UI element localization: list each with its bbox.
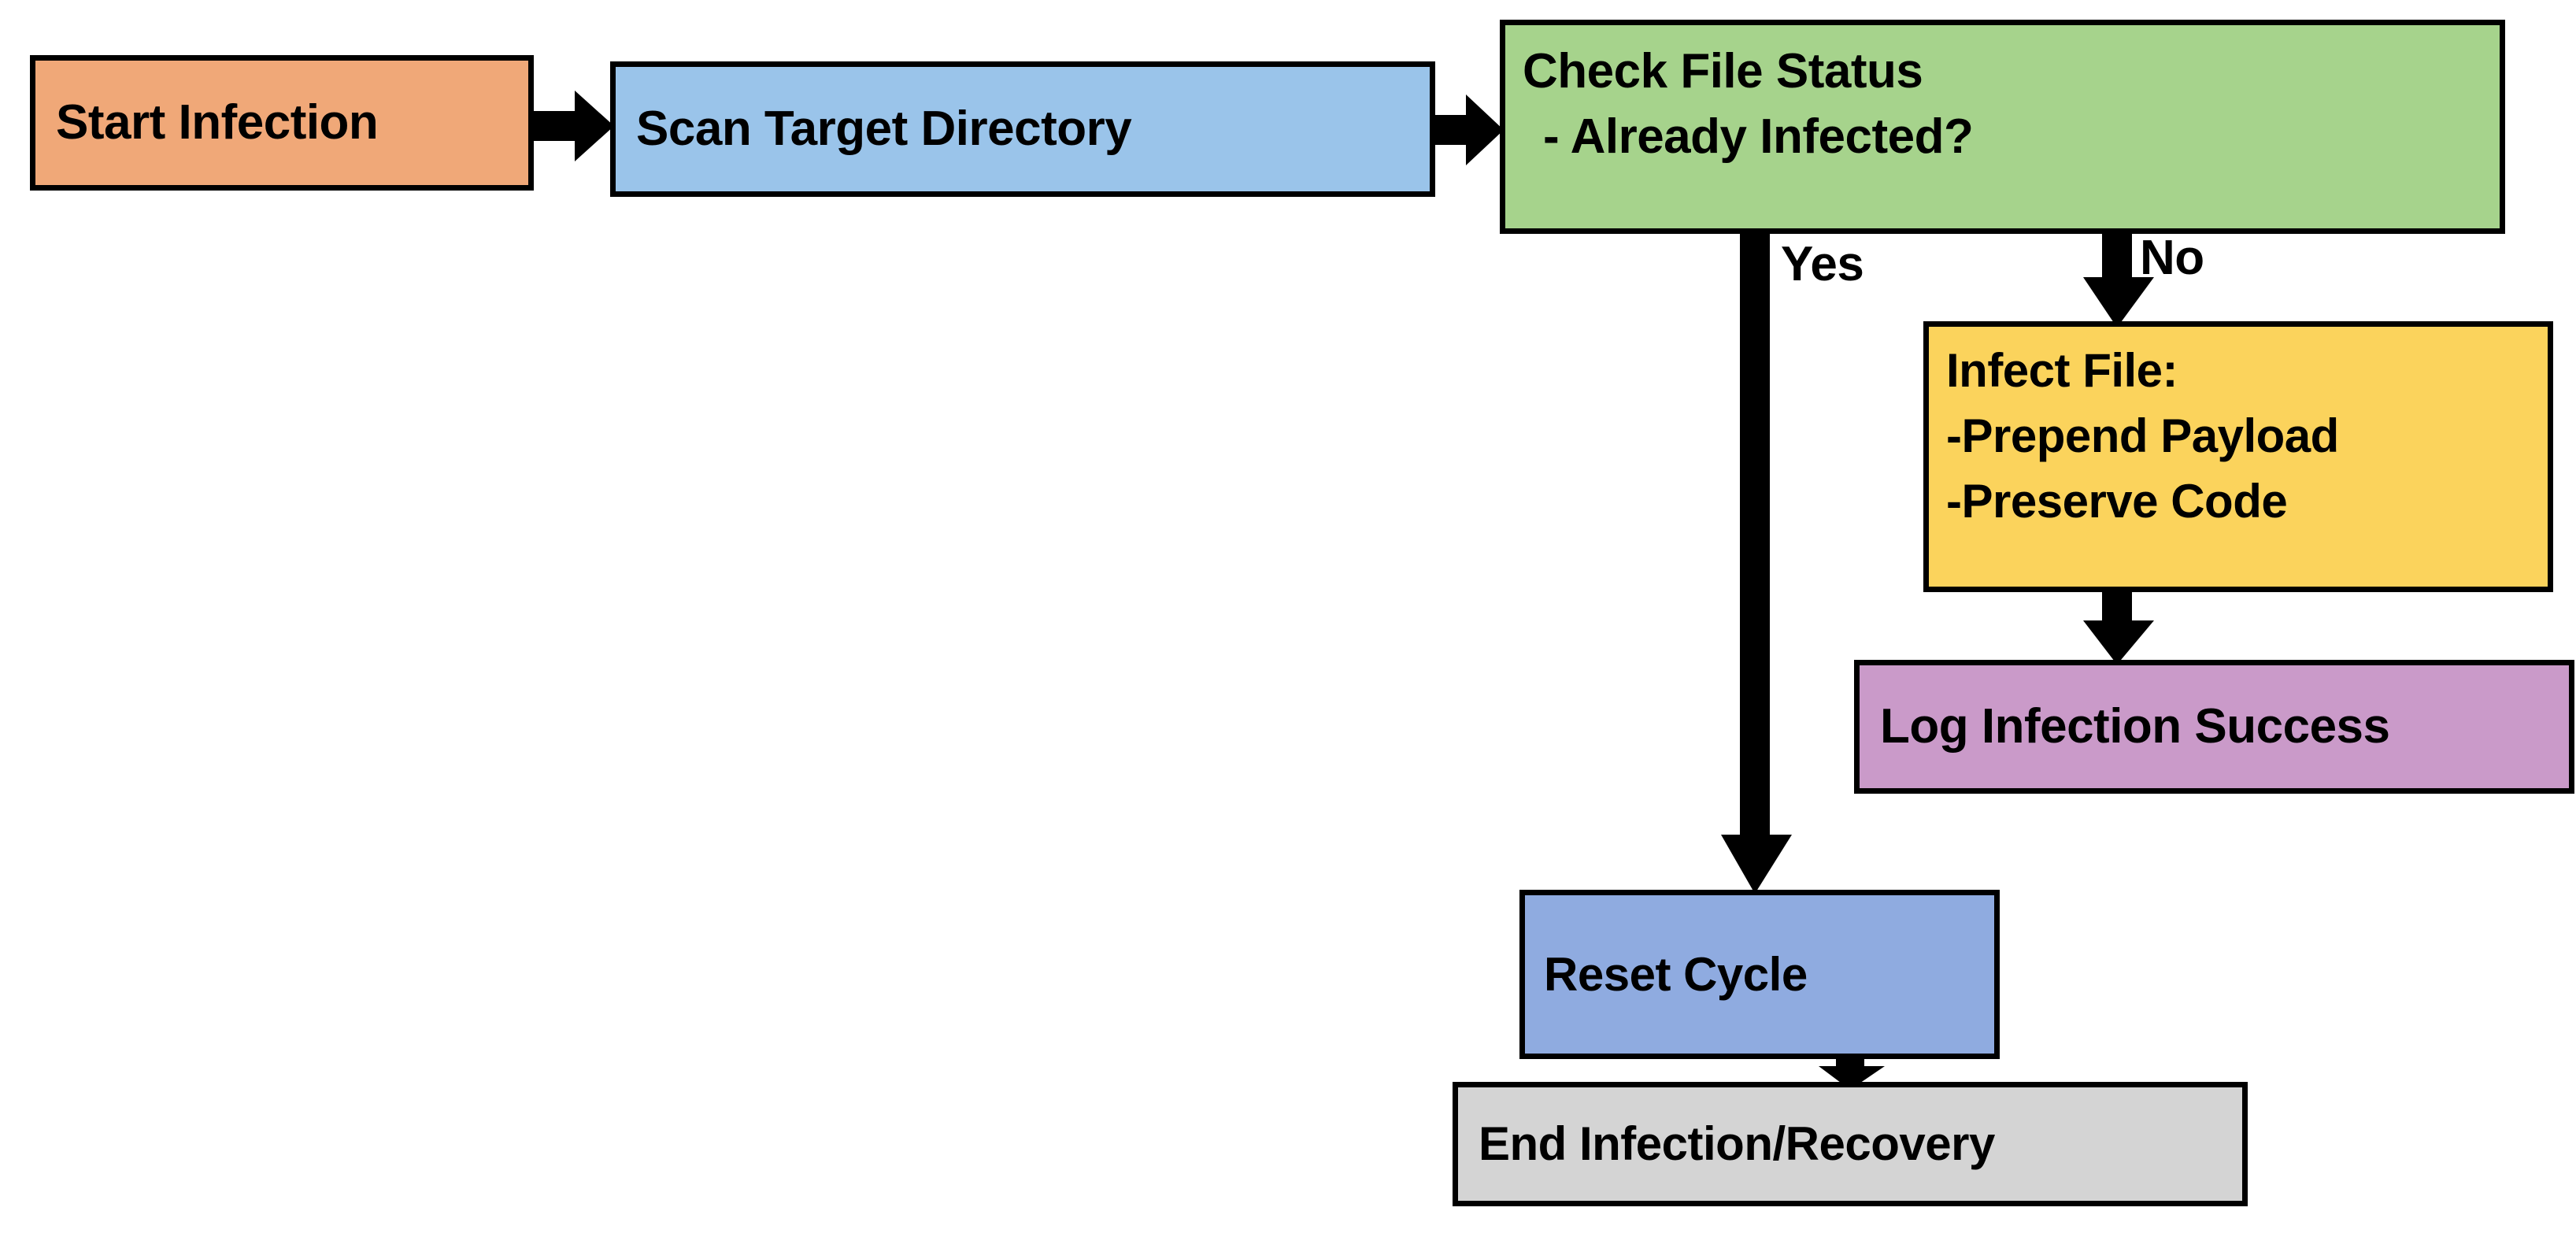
node-log-infection-success-line-1: Log Infection Success	[1880, 699, 2390, 754]
edge-label-no: No	[2140, 231, 2204, 285]
node-reset-cycle-line-1: Reset Cycle	[1544, 947, 1808, 1001]
node-log-infection-success[interactable]: Log Infection Success	[1854, 660, 2574, 794]
node-infect-file-line-2: -Prepend Payload	[1946, 409, 2339, 463]
node-infect-file[interactable]: Infect File: -Prepend Payload -Preserve …	[1923, 321, 2553, 592]
node-infect-file-line-3: -Preserve Code	[1946, 475, 2288, 528]
arrow-infect-to-log	[2083, 589, 2154, 665]
node-infect-file-line-1: Infect File:	[1946, 344, 2178, 397]
node-check-file-status-line-2: - Already Infected?	[1543, 109, 1974, 165]
node-check-file-status[interactable]: Check File Status - Already Infected?	[1500, 20, 2505, 234]
node-end-infection-recovery-line-1: End Infection/Recovery	[1479, 1117, 1995, 1171]
node-scan-target-directory-line-1: Scan Target Directory	[636, 102, 1132, 157]
edge-label-yes: Yes	[1781, 237, 1864, 291]
node-scan-target-directory[interactable]: Scan Target Directory	[610, 61, 1435, 197]
node-end-infection-recovery[interactable]: End Infection/Recovery	[1453, 1082, 2248, 1206]
node-check-file-status-line-1: Check File Status	[1523, 44, 1923, 98]
arrow-check-to-reset-yes	[1721, 228, 1792, 894]
arrow-start-to-scan	[526, 91, 614, 161]
arrow-scan-to-check	[1427, 94, 1504, 165]
node-reset-cycle[interactable]: Reset Cycle	[1519, 890, 2000, 1059]
node-start-infection-line-1: Start Infection	[56, 95, 379, 150]
node-start-infection[interactable]: Start Infection	[30, 55, 534, 191]
